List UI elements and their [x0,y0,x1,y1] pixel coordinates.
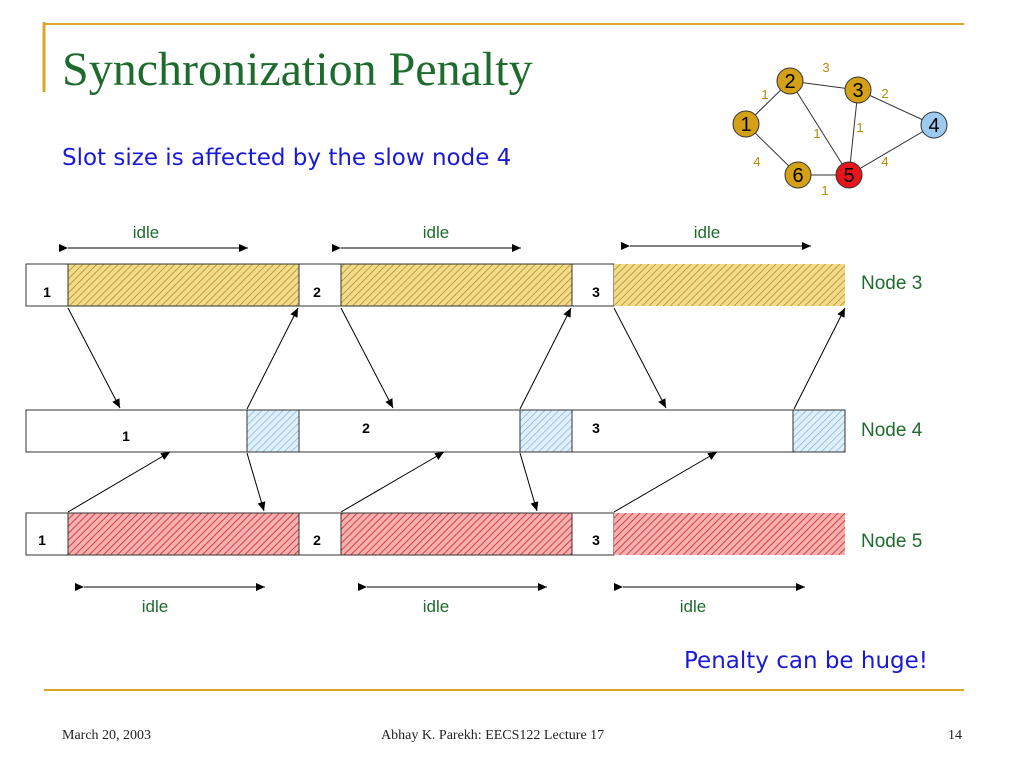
footer-lecture: Abhay K. Parekh: EECS122 Lecture 17 [381,728,605,743]
graph-node-4 [920,111,948,139]
slot-label: 3 [592,420,600,436]
row-node-5 [25,512,845,556]
graph-node-5 [835,161,863,189]
message-arrow [67,307,121,409]
idle-label: idle [133,223,159,242]
busy-block [519,409,573,453]
idle-label: idle [423,223,449,242]
slot-box [571,263,615,307]
graph-node-3 [844,76,872,104]
idle-label: idle [423,597,449,616]
message-arrow [613,307,667,409]
row-node-3 [25,263,845,307]
penalty-note: Penalty can be huge! [684,648,929,674]
idle-label: idle [694,223,720,242]
slot-label: 1 [38,532,46,548]
footer-page-number: 14 [948,728,962,743]
busy-block [340,512,573,556]
busy-block [67,263,300,307]
idle-arrows [59,242,811,591]
idle-label: idle [680,597,706,616]
row-label: Node 5 [861,531,922,552]
footer-date: March 20, 2003 [62,728,152,743]
busy-block [67,512,300,556]
slot-box [25,263,69,307]
slot-label: 1 [43,284,51,300]
page-title: Synchronization Penalty [62,43,533,96]
row-label: Node 3 [861,273,922,294]
edge-weight: 1 [761,87,768,102]
message-arrow [246,307,299,410]
graph-node-label: 3 [852,80,863,102]
graph-node-6 [784,161,812,189]
graph-node-label: 4 [928,115,939,137]
graph-edge-3-4 [857,89,935,126]
busy-block [614,513,845,555]
message-arrow [340,451,445,513]
edge-weight: 1 [813,126,820,141]
edge-weight: 1 [821,183,828,198]
message-arrow [793,307,846,410]
busy-block [614,264,845,306]
busy-block [340,263,573,307]
edge-weight: 3 [822,60,829,75]
idle-label: idle [142,597,168,616]
slot-label: 3 [592,284,600,300]
slot-box [25,512,69,556]
row-label: Node 4 [861,420,923,441]
graph-node-label: 2 [784,71,795,93]
busy-block [246,409,300,453]
edge-weight: 2 [881,86,888,101]
message-arrow [67,451,171,513]
message-arrow [340,307,394,409]
graph-node-2 [776,67,804,95]
busy-block [792,409,846,453]
graph-node-label: 6 [792,165,803,187]
slot-label: 2 [313,284,321,300]
message-arrow [613,451,718,513]
edge-weight: 1 [856,120,863,135]
row-node-4 [25,409,846,453]
graph-node-label: 5 [843,165,854,187]
slot-label: 2 [362,420,370,436]
slot-label: 3 [592,532,600,548]
edge-weight: 4 [753,154,760,169]
graph-edge-2-5 [789,80,850,176]
graph-node-label: 1 [740,114,751,136]
message-arrow [519,452,539,512]
edge-weight: 4 [881,154,888,169]
slot-label: 2 [313,532,321,548]
graph-edge-4-5 [848,124,935,176]
graph-edge-3-5 [848,89,859,176]
message-arrow [246,452,266,512]
slot-frame [25,409,846,453]
slot-box [298,512,342,556]
slot-label: 1 [122,428,130,444]
graph-node-1 [732,110,760,138]
subtitle: Slot size is affected by the slow node 4 [62,145,512,171]
slot-box [298,263,342,307]
message-arrow [519,307,572,410]
